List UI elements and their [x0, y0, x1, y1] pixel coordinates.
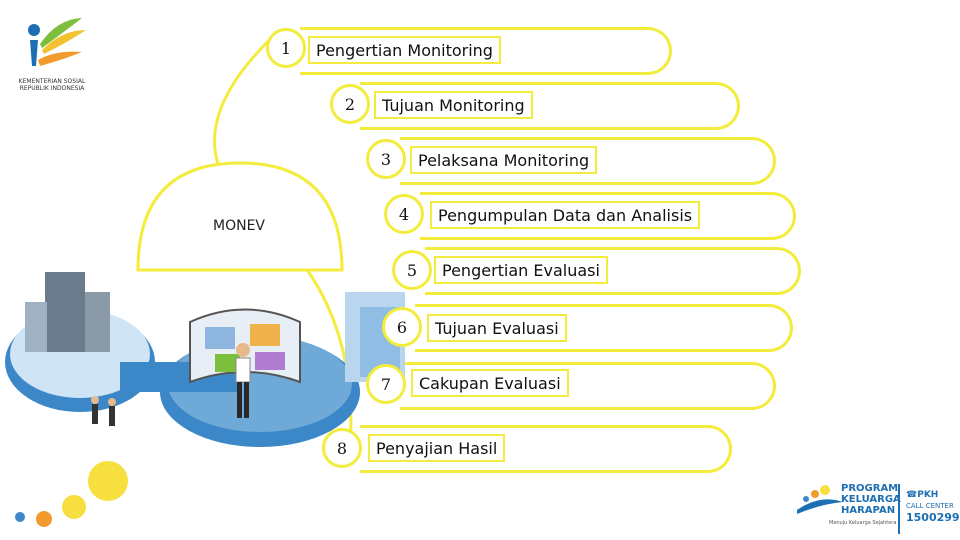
monev-label: MONEV: [213, 218, 265, 234]
item-number-2: 2: [330, 84, 370, 124]
item-label-4: Pengumpulan Data dan Analisis: [430, 201, 701, 229]
item-number-7: 7: [366, 364, 406, 404]
item-number-8: 8: [322, 428, 362, 468]
item-label-5: Pengertian Evaluasi: [434, 256, 608, 284]
item-number-4: 4: [384, 194, 424, 234]
item-label-7: Cakupan Evaluasi: [411, 369, 569, 397]
item-number-1: 1: [266, 28, 306, 68]
decorative-dots: [15, 461, 128, 527]
item-number-6: 6: [382, 307, 422, 347]
pkh-line-3: HARAPAN: [841, 505, 896, 516]
kemensos-logo: KEMENTERIAN SOSIAL REPUBLIK INDONESIA: [12, 14, 92, 94]
monitoring-illustration: [5, 272, 405, 447]
call-center-label: CALL CENTER: [906, 502, 954, 510]
call-center-number: 1500299: [906, 511, 960, 524]
kemensos-caption: KEMENTERIAN SOSIAL REPUBLIK INDONESIA: [18, 78, 86, 92]
item-label-6: Tujuan Evaluasi: [427, 314, 567, 342]
item-label-1: Pengertian Monitoring: [308, 36, 501, 64]
pkh-emblem-icon: [797, 485, 843, 514]
item-number-5: 5: [392, 250, 432, 290]
item-label-8: Penyajian Hasil: [368, 434, 506, 462]
monev-dome: [136, 161, 344, 272]
call-center-badge: ☎PKH: [906, 490, 960, 501]
item-label-3: Pelaksana Monitoring: [410, 146, 598, 174]
footer-divider: [898, 484, 900, 534]
phone-icon: ☎: [906, 490, 918, 500]
call-center-badge-text: PKH: [917, 490, 939, 500]
pkh-line-2: KELUARGA: [841, 494, 901, 505]
kemensos-emblem-icon: [28, 18, 86, 66]
pkh-tagline: Menuju Keluarga Sejahtera: [829, 520, 897, 526]
call-center: ☎PKH CALL CENTER 1500299: [906, 490, 960, 534]
item-label-2: Tujuan Monitoring: [374, 91, 533, 119]
pkh-line-1: PROGRAM: [841, 483, 899, 494]
item-number-3: 3: [366, 139, 406, 179]
pkh-logo: PROGRAM KELUARGA HARAPAN Menuju Keluarga…: [795, 480, 901, 536]
